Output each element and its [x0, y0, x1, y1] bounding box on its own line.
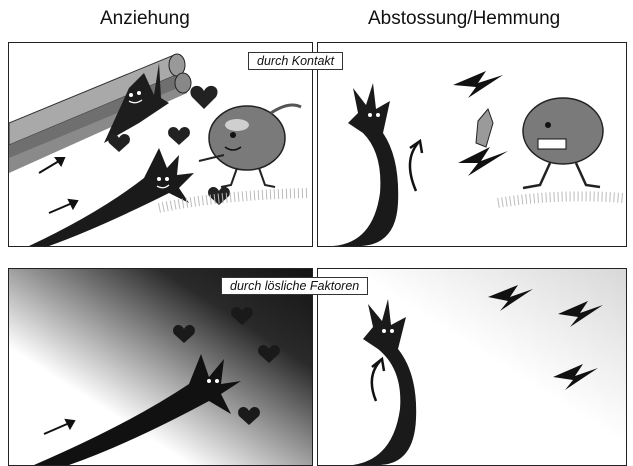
- growth-cone-icon: [333, 83, 398, 246]
- panel-repulsion-contact: [317, 42, 627, 247]
- arrow-icon: [410, 141, 422, 191]
- column-title-attraction: Anziehung: [100, 8, 190, 30]
- column-title-repulsion: Abstossung/Hemmung: [368, 8, 560, 30]
- cell-character-icon: [476, 98, 623, 203]
- panel-attraction-soluble: [8, 268, 313, 466]
- row-caption-soluble: durch lösliche Faktoren: [221, 277, 368, 295]
- axon-bundle-icon: [9, 54, 191, 173]
- row-caption-contact: durch Kontakt: [248, 52, 343, 70]
- panel-repulsion-soluble: [317, 268, 627, 466]
- growth-cone-icon: [29, 148, 194, 246]
- arrow-icon: [39, 158, 77, 213]
- panel-attraction-contact: [8, 42, 313, 247]
